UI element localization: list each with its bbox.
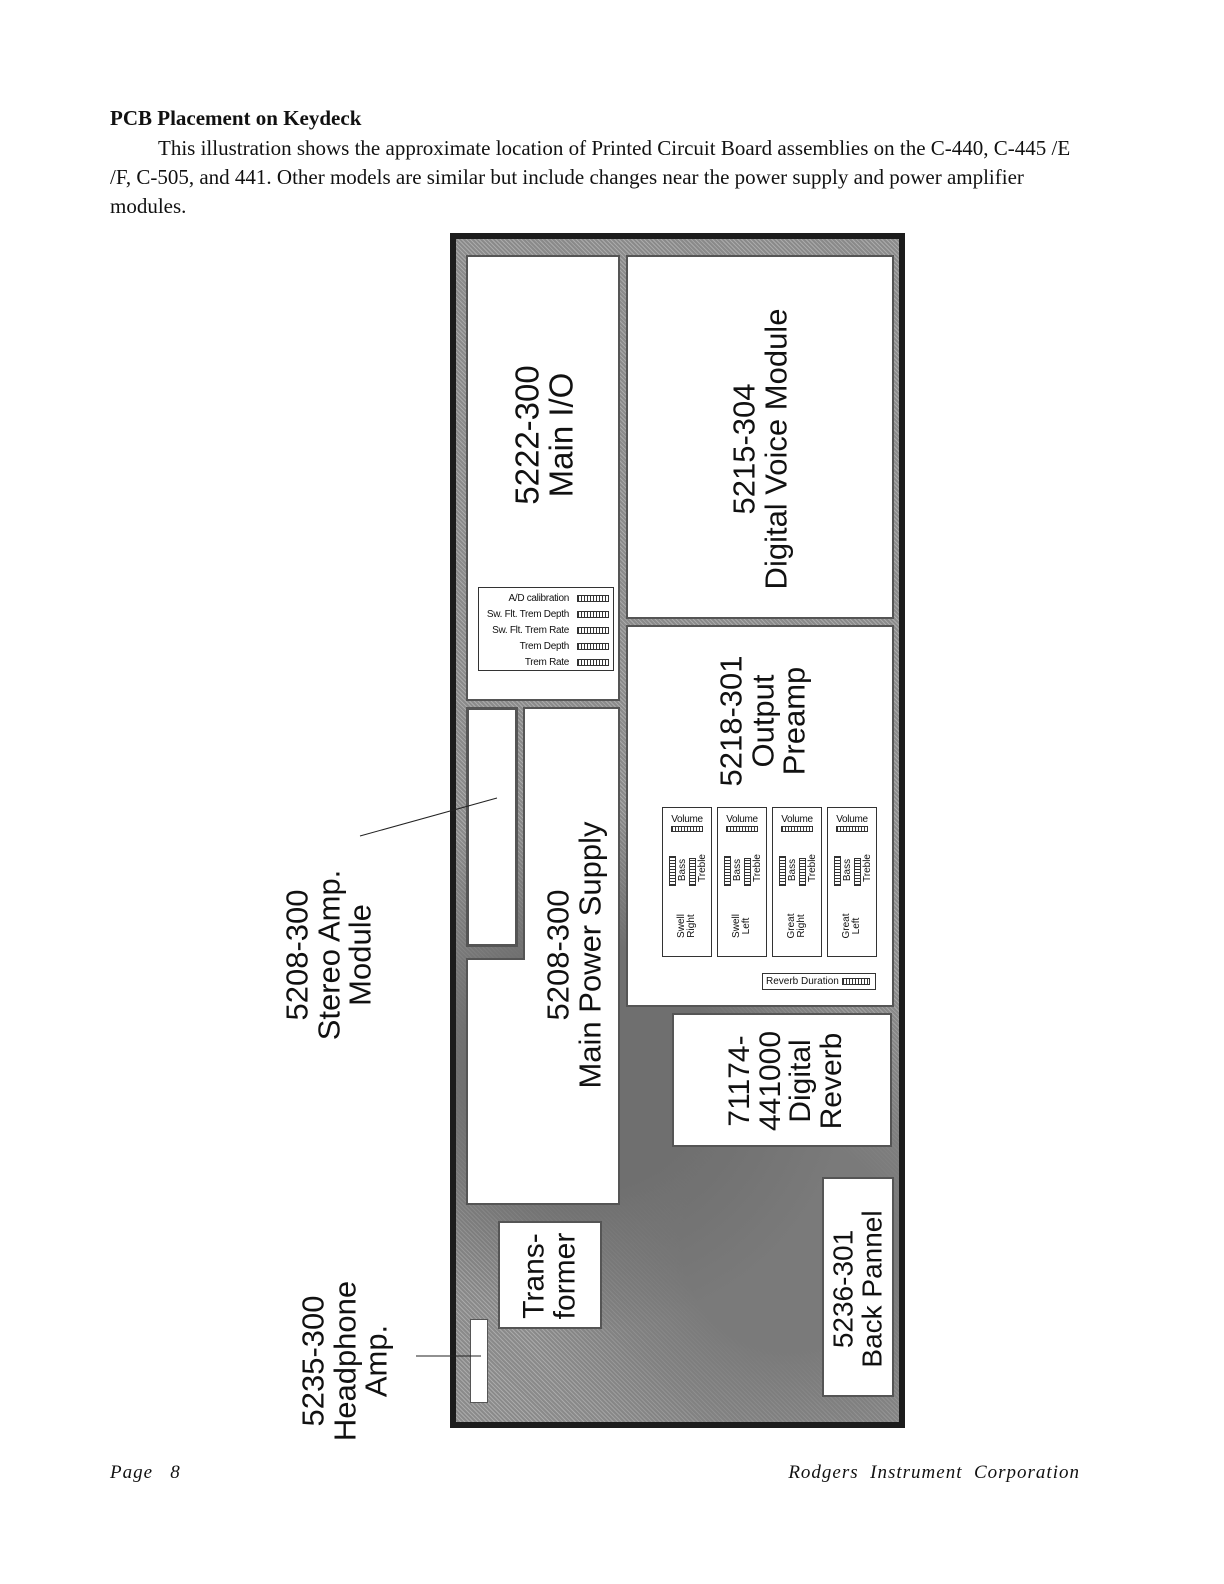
trim-pot-icon [577, 642, 609, 650]
intro-paragraph: This illustration shows the approximate … [110, 134, 1090, 221]
treble-pot-icon [744, 858, 751, 886]
treble-pot-icon [854, 858, 861, 886]
trim-pot-icon [577, 610, 609, 618]
trim-pot-icon [577, 658, 609, 666]
transformer-label: Trans-former [517, 1232, 581, 1320]
headphone-amp-board [470, 1319, 488, 1403]
transformer: Trans-former [498, 1221, 602, 1329]
volume-pot-icon [836, 826, 868, 832]
page-number: Page 8 [110, 1462, 181, 1483]
trim-pot-icon [577, 594, 609, 602]
trim-pot-icon [841, 978, 870, 985]
section-heading: PCB Placement on Keydeck [110, 106, 362, 130]
bass-pot-icon [669, 856, 676, 886]
trim-pot-icon [577, 626, 609, 634]
bass-pot-icon [834, 856, 841, 886]
reverb-duration-control: Reverb Duration [762, 973, 876, 990]
volume-pot-icon [781, 826, 813, 832]
treble-pot-icon [689, 858, 696, 886]
company-name: Rodgers Instrument Corporation [788, 1462, 1080, 1483]
intro-text: This illustration shows the approximate … [110, 136, 1071, 218]
treble-pot-icon [799, 858, 806, 886]
volume-pot-icon [671, 826, 703, 832]
io-trim-controls: A/D calibration Sw. Flt. Trem Depth Sw. … [478, 587, 614, 671]
bass-pot-icon [724, 856, 731, 886]
bass-pot-icon [779, 856, 786, 886]
volume-pot-icon [726, 826, 758, 832]
